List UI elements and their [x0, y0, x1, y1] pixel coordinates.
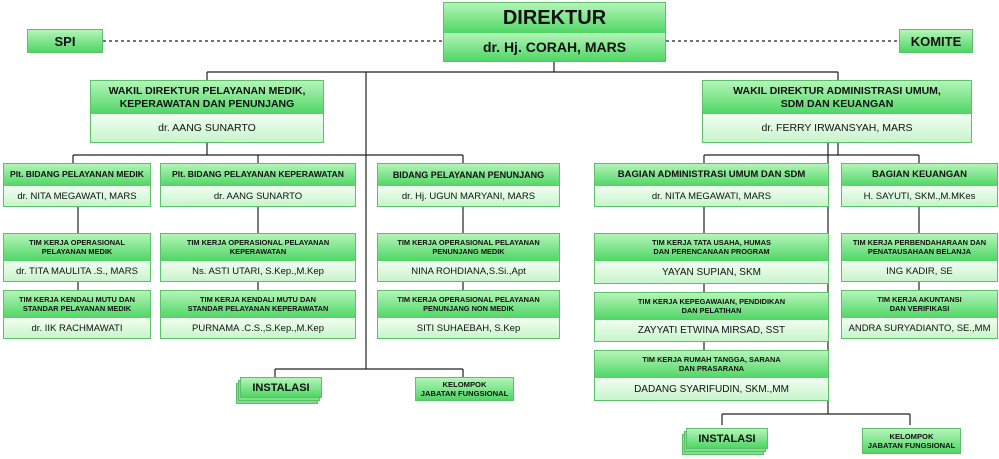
bidang-keperawatan-name: dr. AANG SUNARTO	[161, 186, 355, 206]
tim-rumah-tangga-title-2: DAN PRASARANA	[678, 363, 745, 373]
tim-akuntansi-box: TIM KERJA AKUNTANSI DAN VERIFIKASI ANDRA…	[841, 290, 998, 339]
kelompok-right-title-1: KELOMPOK	[889, 431, 934, 441]
tim-penunjang-medik-box: TIM KERJA OPERASIONAL PELAYANAN PENUNJAN…	[377, 233, 560, 282]
instalasi-right-label: INSTALASI	[698, 432, 756, 445]
direktur-title: DIREKTUR	[444, 3, 665, 33]
bidang-medik-name: dr. NITA MEGAWATI, MARS	[4, 186, 150, 206]
wadir-medik-title-1: WAKIL DIREKTUR PELAYANAN MEDIK,	[108, 85, 306, 98]
tim-tata-usaha-box: TIM KERJA TATA USAHA, HUMAS DAN PERENCAN…	[594, 233, 829, 284]
tim-operasional-keperawatan-title-2: KEPERAWATAN	[229, 246, 287, 256]
tim-akuntansi-title-2: DAN VERIFIKASI	[889, 303, 950, 313]
tim-akuntansi-title-1: TIM KERJA AKUNTANSI	[877, 294, 962, 304]
instalasi-left-box: INSTALASI	[240, 377, 322, 398]
instalasi-right-box: INSTALASI	[686, 428, 768, 449]
tim-penunjang-non-medik-title-2: PENUNJANG NON MEDIK	[423, 303, 514, 313]
bidang-keperawatan-box: Plt. BIDANG PELAYANAN KEPERAWATAN dr. AA…	[160, 163, 356, 207]
tim-kepegawaian-box: TIM KERJA KEPEGAWAIAN, PENDIDIKAN DAN PE…	[594, 292, 829, 342]
tim-rumah-tangga-name: DADANG SYARIFUDIN, SKM.,MM	[595, 378, 828, 400]
tim-penunjang-medik-name: NINA ROHDIANA,S.Si.,Apt	[378, 261, 559, 281]
tim-mutu-keperawatan-title-2: STANDAR PELAYANAN KEPERAWATAN	[187, 303, 329, 313]
tim-akuntansi-name: ANDRA SURYADIANTO, SE.,MM	[842, 318, 997, 338]
bagian-keuangan-name: H. SAYUTI, SKM.,M.MKes	[842, 186, 997, 206]
wadir-medik-box: WAKIL DIREKTUR PELAYANAN MEDIK, KEPERAWA…	[90, 80, 324, 143]
bidang-penunjang-box: BIDANG PELAYANAN PENUNJANG dr. Hj. UGUN …	[377, 163, 560, 207]
tim-penunjang-non-medik-box: TIM KERJA OPERASIONAL PELAYANAN PENUNJAN…	[377, 290, 560, 339]
tim-penunjang-non-medik-title-1: TIM KERJA OPERASIONAL PELAYANAN	[397, 294, 540, 304]
bagian-adm-box: BAGIAN ADMINISTRASI UMUM DAN SDM dr. NIT…	[594, 163, 829, 207]
tim-operasional-medik-name: dr. TITA MAULITA .S., MARS	[4, 261, 150, 281]
bagian-keuangan-title: BAGIAN KEUANGAN	[842, 164, 997, 186]
tim-mutu-medik-title-1: TIM KERJA KENDALI MUTU DAN	[19, 294, 135, 304]
tim-mutu-medik-title-2: STANDAR PELAYANAN MEDIK	[22, 303, 132, 313]
kelompok-left-title-2: JABATAN FUNGSIONAL	[420, 389, 509, 398]
komite-label: KOMITE	[910, 33, 962, 49]
kelompok-left-box: KELOMPOK JABATAN FUNGSIONAL	[415, 377, 514, 401]
tim-perbendaharaan-title-2: PENATAUSAHAAN BELANJA	[867, 246, 972, 256]
wadir-adm-title-2: SDM DAN KEUANGAN	[780, 97, 894, 110]
wadir-medik-title-2: KEPERAWATAN DAN PENUNJANG	[119, 97, 295, 110]
tim-kepegawaian-name: ZAYYATI ETWINA MIRSAD, SST	[595, 320, 828, 341]
tim-tata-usaha-title-2: DAN PERENCANAAN PROGRAM	[653, 246, 770, 256]
bagian-adm-name: dr. NITA MEGAWATI, MARS	[595, 186, 828, 206]
tim-mutu-keperawatan-title-1: TIM KERJA KENDALI MUTU DAN	[200, 294, 316, 304]
bagian-adm-title: BAGIAN ADMINISTRASI UMUM DAN SDM	[595, 164, 828, 186]
tim-mutu-keperawatan-name: PURNAMA .C.S.,S.Kep.,M.Kep	[161, 318, 355, 338]
bagian-keuangan-box: BAGIAN KEUANGAN H. SAYUTI, SKM.,M.MKes	[841, 163, 998, 207]
tim-kepegawaian-title-2: DAN PELATIHAN	[681, 305, 742, 315]
tim-operasional-keperawatan-name: Ns. ASTI UTARI, S.Kep.,M.Kep	[161, 261, 355, 281]
tim-operasional-keperawatan-title-1: TIM KERJA OPERASIONAL PELAYANAN	[186, 237, 330, 247]
tim-kepegawaian-title-1: TIM KERJA KEPEGAWAIAN, PENDIDIKAN	[637, 296, 786, 306]
tim-operasional-medik-box: TIM KERJA OPERASIONAL PELAYANAN MEDIK dr…	[3, 233, 151, 282]
tim-tata-usaha-name: YAYAN SUPIAN, SKM	[595, 261, 828, 283]
tim-operasional-keperawatan-box: TIM KERJA OPERASIONAL PELAYANAN KEPERAWA…	[160, 233, 356, 282]
tim-penunjang-medik-title-2: PENUNJANG MEDIK	[432, 246, 505, 256]
bidang-penunjang-name: dr. Hj. UGUN MARYANI, MARS	[378, 186, 559, 206]
tim-rumah-tangga-title-1: TIM KERJA RUMAH TANGGA, SARANA	[642, 354, 781, 364]
direktur-box: DIREKTUR dr. Hj. CORAH, MARS	[443, 2, 666, 62]
direktur-name: dr. Hj. CORAH, MARS	[444, 33, 665, 61]
tim-operasional-medik-title-1: TIM KERJA OPERASIONAL	[29, 237, 125, 247]
tim-perbendaharaan-name: ING KADIR, SE	[842, 261, 997, 281]
tim-operasional-medik-title-2: PELAYANAN MEDIK	[41, 246, 113, 256]
tim-perbendaharaan-title-1: TIM KERJA PERBENDAHARAAN DAN	[852, 237, 987, 247]
kelompok-left-title-1: KELOMPOK	[442, 379, 487, 389]
wadir-adm-title-1: WAKIL DIREKTUR ADMINISTRASI UMUM,	[733, 85, 941, 98]
tim-rumah-tangga-box: TIM KERJA RUMAH TANGGA, SARANA DAN PRASA…	[594, 350, 829, 401]
tim-tata-usaha-title-1: TIM KERJA TATA USAHA, HUMAS	[652, 237, 771, 247]
tim-perbendaharaan-box: TIM KERJA PERBENDAHARAAN DAN PENATAUSAHA…	[841, 233, 998, 282]
bidang-medik-box: Plt. BIDANG PELAYANAN MEDIK dr. NITA MEG…	[3, 163, 151, 207]
spi-label: SPI	[54, 33, 76, 49]
tim-penunjang-non-medik-name: SITI SUHAEBAH, S.Kep	[378, 318, 559, 338]
komite-box: KOMITE	[899, 29, 973, 53]
kelompok-right-title-2: JABATAN FUNGSIONAL	[867, 441, 956, 450]
tim-mutu-medik-box: TIM KERJA KENDALI MUTU DAN STANDAR PELAY…	[3, 290, 151, 339]
wadir-medik-name: dr. AANG SUNARTO	[91, 114, 323, 142]
bidang-penunjang-title: BIDANG PELAYANAN PENUNJANG	[378, 164, 559, 186]
kelompok-right-box: KELOMPOK JABATAN FUNGSIONAL	[862, 428, 961, 454]
bidang-keperawatan-title: Plt. BIDANG PELAYANAN KEPERAWATAN	[161, 164, 355, 186]
spi-box: SPI	[27, 29, 103, 53]
tim-penunjang-medik-title-1: TIM KERJA OPERASIONAL PELAYANAN	[397, 237, 540, 247]
tim-mutu-medik-name: dr. IIK RACHMAWATI	[4, 318, 150, 338]
instalasi-left-label: INSTALASI	[252, 381, 310, 394]
tim-mutu-keperawatan-box: TIM KERJA KENDALI MUTU DAN STANDAR PELAY…	[160, 290, 356, 339]
bidang-medik-title: Plt. BIDANG PELAYANAN MEDIK	[4, 164, 150, 186]
wadir-adm-name: dr. FERRY IRWANSYAH, MARS	[703, 114, 971, 142]
wadir-adm-box: WAKIL DIREKTUR ADMINISTRASI UMUM, SDM DA…	[702, 80, 972, 143]
